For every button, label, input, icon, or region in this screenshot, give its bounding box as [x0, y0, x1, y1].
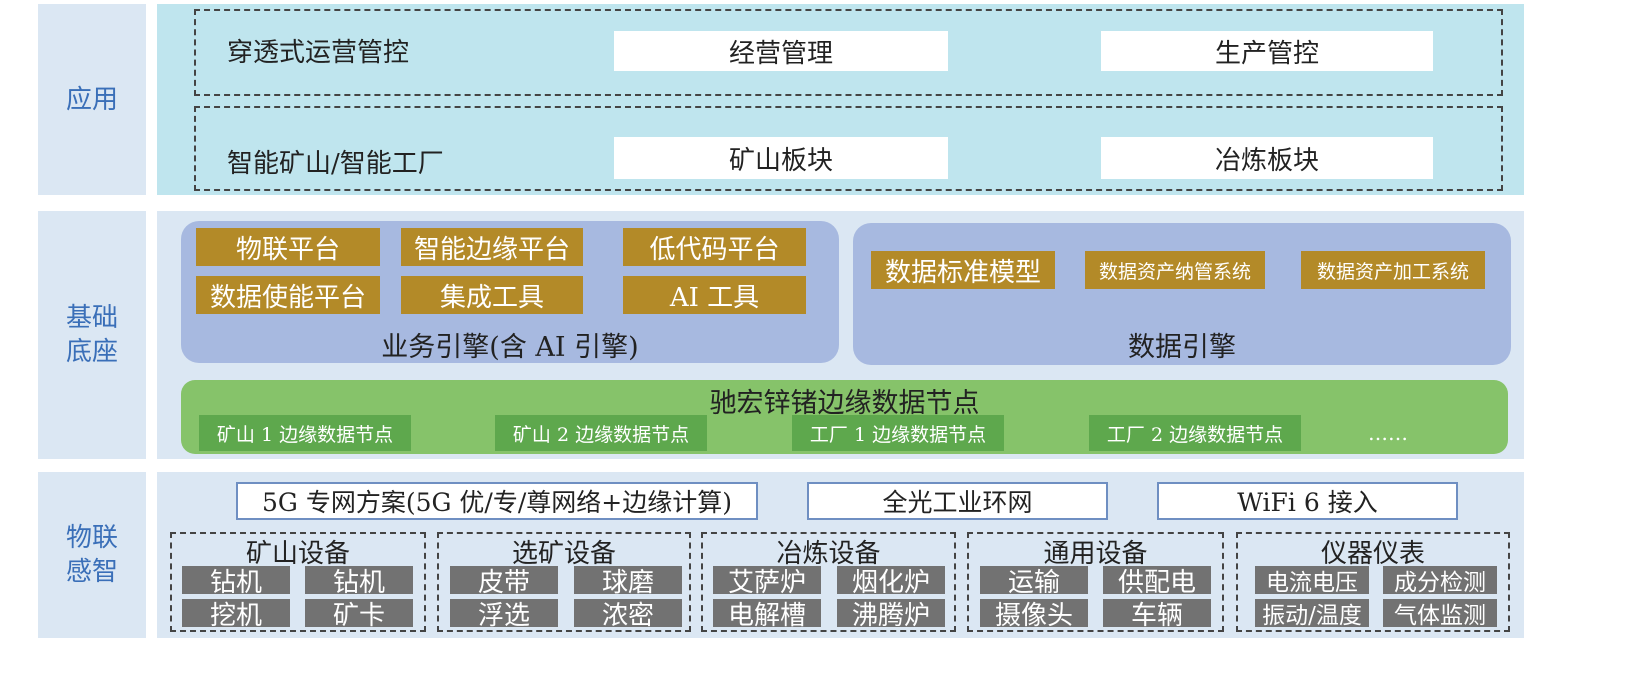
app-row-smart-mine [194, 106, 1503, 191]
edge-node-mine-1: 矿山 1 边缘数据节点 [199, 415, 411, 451]
device-general-transport: 运输 [980, 566, 1088, 598]
data-engine-panel [853, 223, 1511, 365]
device-mining-drill-2: 钻机 [305, 566, 413, 598]
app-row-operations [194, 9, 1503, 96]
device-group-beneficiation-title: 选矿设备 [511, 539, 616, 569]
data-engine-title: 数据引擎 [1128, 332, 1236, 363]
app-row-operations-label: 穿透式运营管控 [227, 38, 410, 68]
business-engine-item-ai-tools: AI 工具 [623, 276, 806, 314]
layer-label-foundation-line1: 基础 [65, 303, 118, 333]
device-beneficiation-flotation: 浮选 [450, 599, 558, 631]
device-smelting-fuming-furnace: 烟化炉 [837, 566, 945, 598]
device-group-mining-title: 矿山设备 [245, 539, 350, 569]
business-engine-item-integration-tools: 集成工具 [401, 276, 583, 314]
data-engine-item-asset-processing: 数据资产加工系统 [1301, 251, 1485, 289]
data-engine-item-asset-management: 数据资产纳管系统 [1085, 251, 1265, 289]
app-box-business-management: 经营管理 [614, 31, 948, 71]
device-instrument-current-voltage: 电流电压 [1255, 566, 1369, 596]
business-engine-item-lowcode-platform: 低代码平台 [623, 228, 806, 266]
layer-label-foundation-line2: 底座 [65, 337, 118, 367]
app-box-mine-segment: 矿山板块 [614, 137, 948, 179]
device-group-smelting-title: 冶炼设备 [776, 539, 881, 569]
layer-label-iot-line2: 感智 [65, 557, 118, 587]
app-box-smelting-segment: 冶炼板块 [1101, 137, 1433, 179]
network-optical-ring: 全光工业环网 [807, 482, 1108, 520]
device-mining-drill-1: 钻机 [182, 566, 290, 598]
device-smelting-fluidized-furnace: 沸腾炉 [837, 599, 945, 631]
device-general-camera: 摄像头 [980, 599, 1088, 631]
device-group-general-title: 通用设备 [1043, 539, 1148, 569]
app-row-smart-mine-label: 智能矿山/智能工厂 [227, 149, 444, 179]
device-general-vehicle: 车辆 [1103, 599, 1211, 631]
edge-node-factory-1: 工厂 1 边缘数据节点 [792, 415, 1004, 451]
device-beneficiation-belt: 皮带 [450, 566, 558, 598]
device-instrument-vibration-temp: 振动/温度 [1255, 599, 1369, 629]
device-instrument-composition: 成分检测 [1383, 566, 1497, 596]
business-engine-item-iot-platform: 物联平台 [196, 228, 380, 266]
device-general-power-supply: 供配电 [1103, 566, 1211, 598]
business-engine-item-data-enable-platform: 数据使能平台 [196, 276, 380, 314]
device-group-instruments-title: 仪器仪表 [1320, 539, 1425, 569]
edge-node-factory-2: 工厂 2 边缘数据节点 [1089, 415, 1301, 451]
edge-node-mine-2: 矿山 2 边缘数据节点 [495, 415, 707, 451]
business-engine-item-edge-platform: 智能边缘平台 [401, 228, 583, 266]
device-group-general [967, 532, 1224, 632]
device-group-beneficiation [437, 532, 691, 632]
device-mining-truck: 矿卡 [305, 599, 413, 631]
device-smelting-electrolytic-cell: 电解槽 [713, 599, 821, 631]
device-beneficiation-ball-mill: 球磨 [574, 566, 682, 598]
layer-label-application-text: 应用 [65, 84, 118, 115]
app-box-production-control: 生产管控 [1101, 31, 1433, 71]
data-engine-item-standard-model: 数据标准模型 [871, 251, 1055, 289]
edge-node-more: …… [1368, 421, 1408, 445]
layer-label-foundation: 基础 底座 [38, 211, 146, 459]
edge-data-node-title: 驰宏锌锗边缘数据节点 [709, 388, 980, 419]
device-smelting-isa-furnace: 艾萨炉 [713, 566, 821, 598]
layer-label-iot-line1: 物联 [65, 523, 118, 553]
device-beneficiation-thickener: 浓密 [574, 599, 682, 631]
layer-label-application: 应用 [38, 4, 146, 195]
device-group-instruments [1236, 532, 1510, 632]
device-group-smelting [701, 532, 956, 632]
device-instrument-gas-monitor: 气体监测 [1383, 599, 1497, 629]
device-mining-excavator: 挖机 [182, 599, 290, 631]
layer-label-iot: 物联 感智 [38, 472, 146, 638]
business-engine-title: 业务引擎(含 AI 引擎) [381, 332, 639, 363]
network-5g-private: 5G 专网方案(5G 优/专/尊网络+边缘计算) [236, 482, 758, 520]
network-wifi6: WiFi 6 接入 [1157, 482, 1458, 520]
device-group-mining [170, 532, 426, 632]
